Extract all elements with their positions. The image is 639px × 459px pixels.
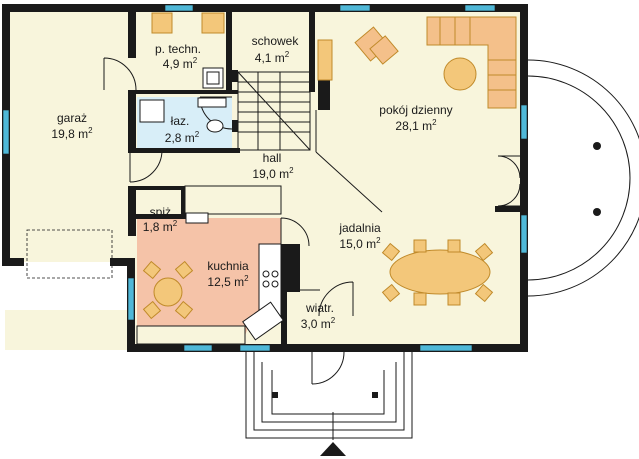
entrance-porch xyxy=(245,352,413,456)
room-label-garage-area: 19,8 m2 xyxy=(51,126,93,141)
doors xyxy=(103,57,528,385)
interior-walls xyxy=(128,10,521,346)
room-label-dining-name: jadalnia xyxy=(338,221,381,235)
room-labels: garaż 19,8 m2 p. techn. 4,9 m2 schowek 4… xyxy=(51,34,452,331)
room-label-tech-name: p. techn. xyxy=(155,42,201,56)
floor-garage-front xyxy=(5,262,129,310)
living-furniture xyxy=(354,16,517,109)
windows xyxy=(2,4,528,352)
room-label-vestibule-name: wiatr. xyxy=(305,301,334,315)
room-label-hall-area: 19,0 m2 xyxy=(252,166,294,181)
room-label-storage-area: 4,1 m2 xyxy=(255,50,290,65)
room-label-tech-area: 4,9 m2 xyxy=(163,56,198,71)
tech-fixtures xyxy=(151,12,225,89)
kitchen-furniture xyxy=(136,185,284,345)
storage-fixtures xyxy=(317,39,333,81)
room-label-kitchen-area: 12,5 m2 xyxy=(207,274,249,289)
hall-diagonals xyxy=(315,110,383,213)
entrance-arrow-icon xyxy=(320,442,346,456)
room-label-garage-name: garaż xyxy=(57,111,87,125)
room-label-kitchen-name: kuchnia xyxy=(207,259,249,273)
room-label-hall-name: hall xyxy=(263,151,282,165)
room-label-living-area: 28,1 m2 xyxy=(395,118,437,133)
room-label-dining-area: 15,0 m2 xyxy=(339,236,381,251)
bathroom-fixtures xyxy=(139,97,227,133)
room-label-living-name: pokój dzienny xyxy=(379,103,452,117)
room-label-pantry-area: 1,8 m2 xyxy=(143,219,178,234)
stairs xyxy=(232,70,311,278)
dining-furniture xyxy=(381,239,494,306)
terrace xyxy=(527,59,639,297)
room-label-storage-name: schowek xyxy=(252,34,300,48)
room-label-bath-name: łaz. xyxy=(171,114,190,128)
garage-car-outline xyxy=(26,229,113,279)
floor-kitchen xyxy=(137,218,281,343)
room-label-bath-area: 2,8 m2 xyxy=(165,130,200,145)
room-label-vestibule-area: 3,0 m2 xyxy=(301,316,336,331)
room-label-pantry-name: spiż. xyxy=(150,205,175,219)
